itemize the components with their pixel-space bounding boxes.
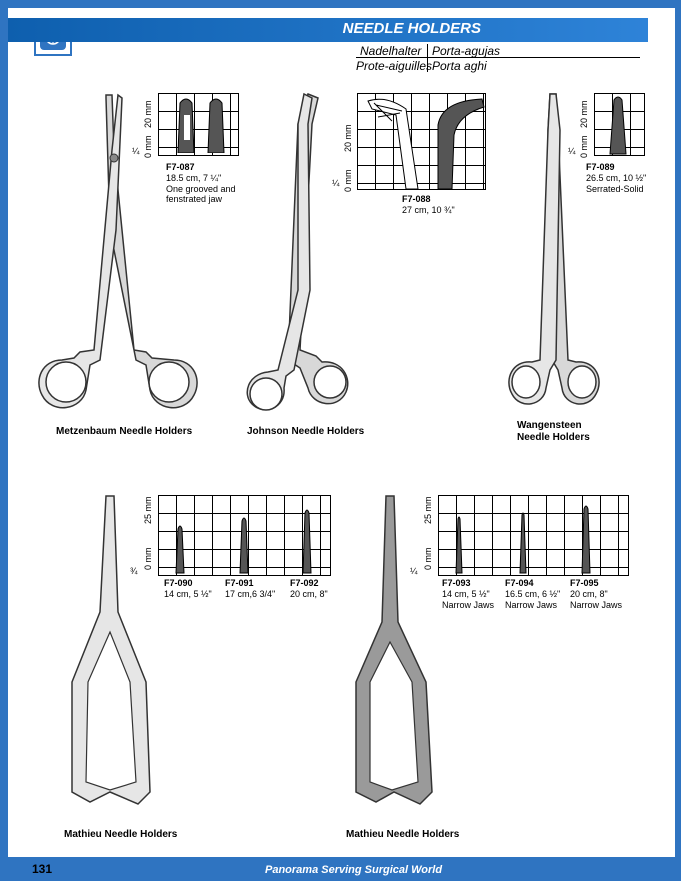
translation-divider: [356, 57, 640, 58]
axis-label-25mm: 25 mm: [143, 496, 153, 524]
axis-label-20mm: 20 mm: [579, 100, 589, 128]
wangensteen-instrument-image: [508, 93, 600, 405]
product-size: 14 cm, 5 ½": [164, 589, 212, 599]
product-size: 20 cm, 8": [570, 589, 608, 599]
translation-es: Porta-agujas: [432, 44, 501, 58]
jaw-drawing-f7090-92: [175, 509, 312, 574]
mathieu-instrument-image: [71, 495, 151, 805]
footer-bar: [0, 857, 681, 881]
product-size: 14 cm, 5 ½": [442, 589, 490, 599]
product-code: F7-087: [166, 162, 195, 172]
jaw-drawing-f7093-95: [455, 505, 591, 574]
product-size: 17 cm,6 3/4": [225, 589, 276, 599]
product-size: 26.5 cm, 10 ½": [586, 173, 647, 183]
product-desc: Narrow Jaws: [505, 600, 558, 610]
caption-johnson: Johnson Needle Holders: [247, 426, 365, 437]
jaw-drawing-f7088: [367, 98, 485, 189]
product-desc: fenstrated jaw: [166, 194, 223, 204]
jaw-grid-f7087: [158, 93, 239, 156]
axis-label-0mm: 0 mm: [343, 169, 353, 193]
scale-fraction: ¼: [568, 146, 576, 156]
product-code: F7-094: [505, 578, 534, 588]
jaw-drawing-f7087: [177, 98, 225, 153]
right-rail: [675, 0, 681, 881]
product-size: 18.5 cm, 7 ¼": [166, 173, 222, 183]
scale-fraction: ¼: [132, 146, 140, 156]
axis-label-25mm: 25 mm: [423, 496, 433, 524]
axis-label-0mm: 0 mm: [143, 135, 153, 159]
metzenbaum-instrument-image: [38, 93, 198, 409]
product-desc: Narrow Jaws: [570, 600, 623, 610]
scale-fraction: ¼: [332, 178, 340, 188]
page-title: NEEDLE HOLDERS: [342, 20, 481, 37]
product-desc: Narrow Jaws: [442, 600, 495, 610]
axis-label-0mm: 0 mm: [143, 547, 153, 571]
caption-mathieu: Mathieu Needle Holders: [64, 829, 178, 840]
title-bar: [8, 18, 648, 42]
translation-it: Porta aghi: [432, 59, 487, 73]
product-size: 20 cm, 8": [290, 589, 328, 599]
axis-label-0mm: 0 mm: [423, 547, 433, 571]
mathieu-narrow-instrument-image: [355, 495, 433, 805]
product-desc: Serrated-Solid: [586, 184, 644, 194]
caption-wangensteen: Wangensteen: [517, 420, 582, 431]
product-code: F7-093: [442, 578, 471, 588]
translation-de: Nadelhalter: [360, 44, 422, 58]
johnson-instrument-image: [246, 92, 349, 411]
product-code: F7-088: [402, 194, 431, 204]
scale-fraction: ¾: [130, 566, 138, 576]
axis-label-0mm: 0 mm: [579, 135, 589, 159]
product-code: F7-090: [164, 578, 193, 588]
translation-vertical-divider: [427, 44, 428, 72]
jaw-grid-f7093-95: [438, 495, 629, 576]
axis-label-20mm: 20 mm: [343, 124, 353, 152]
product-code: F7-091: [225, 578, 254, 588]
product-code: F7-089: [586, 162, 615, 172]
product-code: F7-095: [570, 578, 599, 588]
left-rail: [0, 0, 8, 881]
product-code: F7-092: [290, 578, 319, 588]
product-desc: One grooved and: [166, 184, 236, 194]
footer-slogan: Panorama Serving Surgical World: [265, 864, 443, 876]
caption-mathieu-narrow: Mathieu Needle Holders: [346, 829, 460, 840]
caption-wangensteen: Needle Holders: [517, 432, 590, 443]
jaw-drawing-f7089: [609, 96, 627, 155]
product-size: 16.5 cm, 6 ½": [505, 589, 561, 599]
product-size: 27 cm, 10 ¾": [402, 205, 455, 215]
axis-label-20mm: 20 mm: [143, 100, 153, 128]
caption-metzenbaum: Metzenbaum Needle Holders: [56, 426, 193, 437]
header-bar: [0, 0, 681, 8]
page-number: 131: [32, 862, 53, 876]
scale-fraction: ¼: [410, 566, 418, 576]
translation-fr: Prote-aiguilles: [356, 59, 433, 73]
